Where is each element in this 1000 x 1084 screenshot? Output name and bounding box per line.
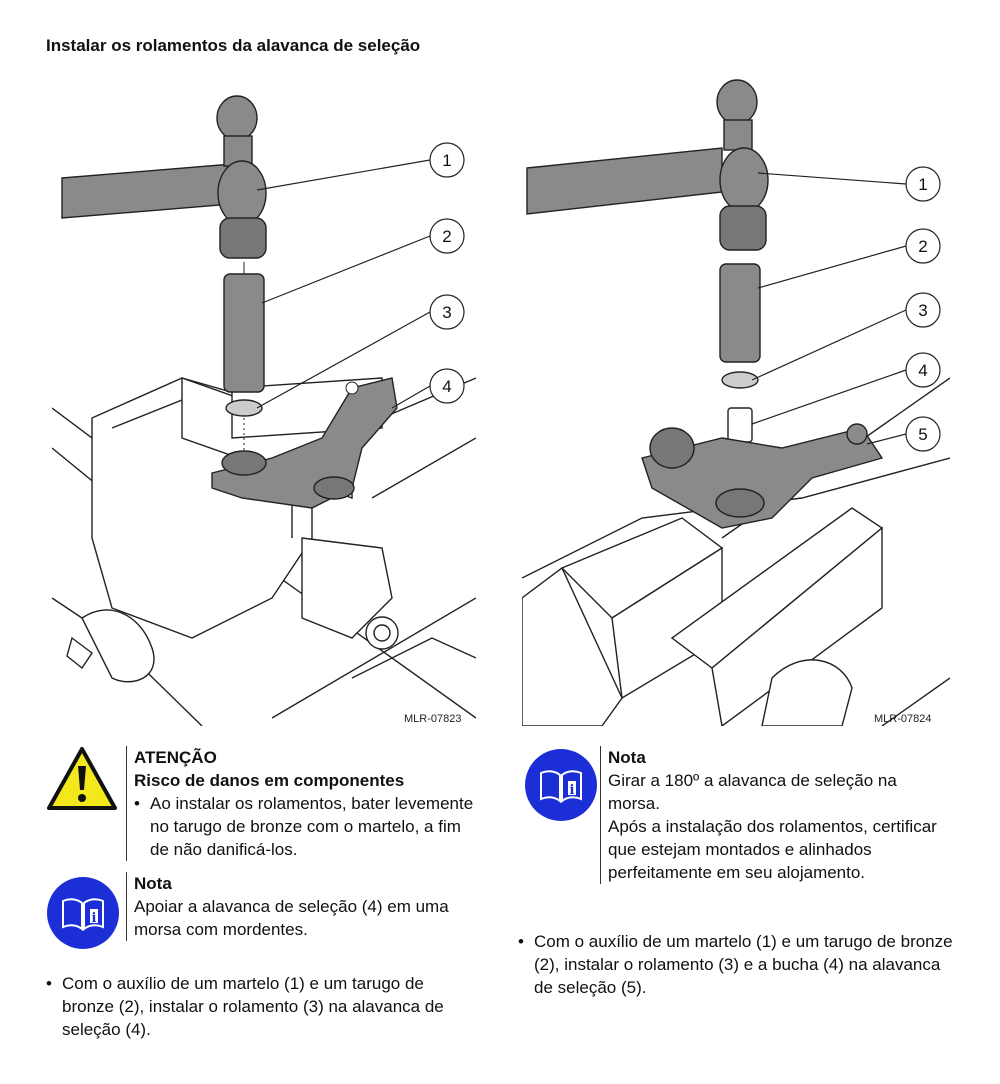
illustration-left-drawing: 1 2 3 4 MLR-07823 <box>52 95 476 726</box>
note-heading: Nota <box>134 874 172 893</box>
callout-1: 1 <box>442 151 451 170</box>
warning-body: ATENÇÃO Risco de danos em componentes Ao… <box>126 746 474 861</box>
svg-text:i: i <box>570 783 575 798</box>
note-heading: Nota <box>608 748 646 767</box>
manual-info-icon: i <box>525 749 597 821</box>
warning-bullets: Ao instalar os rolamentos, bater levemen… <box>134 792 474 861</box>
page-title: Instalar os rolamentos da alavanca de se… <box>46 36 421 55</box>
note-line-2: Após a instalação dos rolamentos, certif… <box>608 817 937 882</box>
warning-subheading: Risco de danos em componentes <box>134 771 405 790</box>
callout-4: 4 <box>442 377 451 396</box>
manual-info-icon: i <box>47 877 119 949</box>
callout-2: 2 <box>918 237 927 256</box>
step-left-text: Com o auxílio de um martelo (1) e um tar… <box>46 972 476 1041</box>
warning-notice: ATENÇÃO Risco de danos em componentes Ao… <box>46 746 476 861</box>
figure-code: MLR-07823 <box>404 713 461 725</box>
step-left: Com o auxílio de um martelo (1) e um tar… <box>46 972 476 1041</box>
step-right-text: Com o auxílio de um martelo (1) e um tar… <box>518 930 958 999</box>
warning-heading: ATENÇÃO <box>134 748 217 767</box>
figure-code: MLR-07824 <box>874 713 931 725</box>
illustration-left: 1 2 3 4 MLR-07823 <box>52 78 476 726</box>
illustration-right: 1 2 3 4 5 MLR-07824 <box>522 78 950 726</box>
callout-5: 5 <box>918 425 927 444</box>
callout-3: 3 <box>442 303 451 322</box>
illustration-right-drawing: 1 2 3 4 5 MLR-07824 <box>522 79 950 726</box>
svg-text:i: i <box>92 911 97 926</box>
note-line-1: Girar a 180º a alavanca de seleção na mo… <box>608 771 897 813</box>
callout-1: 1 <box>918 175 927 194</box>
note-right-body: Nota Girar a 180º a alavanca de seleção … <box>600 746 948 884</box>
note-right: i Nota Girar a 180º a alavanca de seleçã… <box>524 746 954 906</box>
note-left-body: Nota Apoiar a alavanca de seleção (4) em… <box>126 872 474 941</box>
callout-4: 4 <box>918 361 927 380</box>
callout-2: 2 <box>442 227 451 246</box>
warning-bullet: Ao instalar os rolamentos, bater levemen… <box>134 792 474 861</box>
note-left: i Nota Apoiar a alavanca de seleção (4) … <box>46 872 476 949</box>
warning-triangle-icon <box>47 747 117 810</box>
step-right: Com o auxílio de um martelo (1) e um tar… <box>518 930 958 999</box>
note-text: Apoiar a alavanca de seleção (4) em uma … <box>134 897 449 939</box>
callout-3: 3 <box>918 301 927 320</box>
